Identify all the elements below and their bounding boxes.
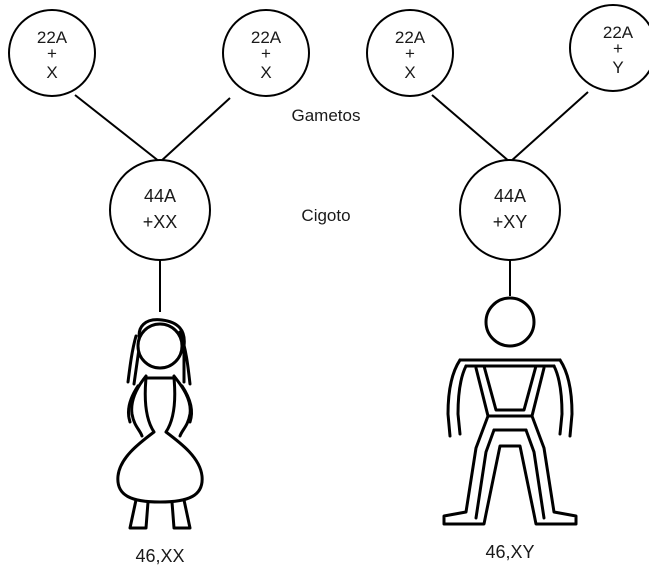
- male-zygote: 44A +XY: [459, 159, 561, 261]
- female-gamete-right: 22A + X: [222, 9, 310, 97]
- gamete-plus: +: [47, 44, 57, 63]
- gamete-circle: [8, 9, 96, 97]
- gamete-plus: +: [261, 44, 271, 63]
- gamete-autosomes: 22A: [603, 23, 634, 42]
- female-figure-icon: [116, 318, 204, 530]
- gamete-sex-chromosome: X: [260, 63, 271, 82]
- male-gamete-right: 22A + Y: [569, 4, 649, 92]
- gamete-autosomes: 22A: [251, 28, 282, 47]
- male-gamete-left: 22A + X: [366, 9, 454, 97]
- gamete-autosomes: 22A: [395, 28, 426, 47]
- zygote-circle: [109, 159, 211, 261]
- zygote-circle: [459, 159, 561, 261]
- male-connector-left: [431, 94, 511, 163]
- zygote-autosomes: 44A: [494, 186, 526, 206]
- female-zygote: 44A +XX: [109, 159, 211, 261]
- gamete-sex-chromosome: X: [46, 63, 57, 82]
- female-connector-left: [74, 94, 161, 163]
- female-connector-right: [159, 97, 231, 163]
- male-karyotype-label: 46,XY: [485, 542, 534, 562]
- female-branch: 22A + X 22A + X 44A +XX: [8, 9, 310, 566]
- gamete-circle: [366, 9, 454, 97]
- male-connector-right: [509, 91, 589, 163]
- gamete-circle: [222, 9, 310, 97]
- male-branch: 22A + X 22A + Y 44A +XY: [366, 4, 649, 562]
- gamete-circle: [569, 4, 649, 92]
- gamete-plus: +: [613, 39, 623, 58]
- male-figure-icon: [442, 296, 578, 526]
- zygote-sex-chromosomes: +XX: [143, 212, 178, 232]
- female-karyotype-label: 46,XX: [135, 546, 184, 566]
- zygote-label: Cigoto: [301, 206, 350, 225]
- gamete-sex-chromosome: Y: [612, 58, 623, 77]
- female-gamete-left: 22A + X: [8, 9, 96, 97]
- zygote-sex-chromosomes: +XY: [493, 212, 528, 232]
- gamete-plus: +: [405, 44, 415, 63]
- gamete-autosomes: 22A: [37, 28, 68, 47]
- gamete-sex-chromosome: X: [404, 63, 415, 82]
- gametes-label: Gametos: [292, 106, 361, 125]
- zygote-autosomes: 44A: [144, 186, 176, 206]
